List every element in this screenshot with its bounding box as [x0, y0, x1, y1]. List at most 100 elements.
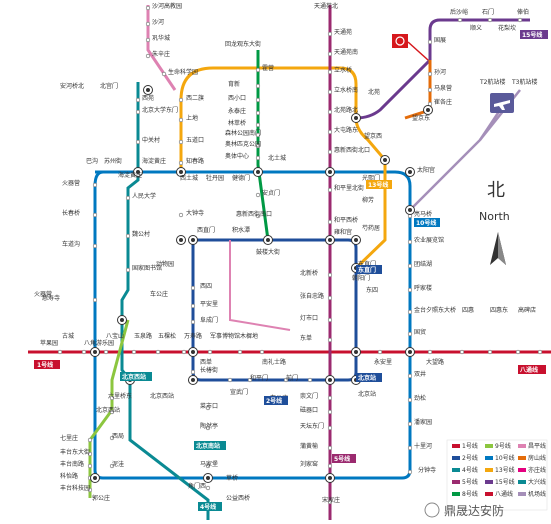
station-label: 公益西桥 — [226, 494, 250, 502]
station-dot — [327, 69, 333, 75]
line-tag — [414, 218, 440, 227]
station-label: 北宫门 — [100, 82, 118, 90]
station-dot — [81, 349, 87, 355]
station-dot — [327, 149, 333, 155]
station-dot — [327, 463, 333, 469]
station-label: 分钟寺 — [418, 466, 436, 474]
station-label: 农业展览馆 — [414, 236, 444, 244]
station-label: 后沙峪 — [450, 8, 468, 16]
station-label: 鼓楼大街 — [256, 248, 280, 256]
station-label: 劲松 — [414, 394, 426, 402]
station-label: 动物园 — [156, 260, 174, 268]
station-dot — [161, 71, 167, 77]
line-tag-label: 1号线 — [37, 361, 53, 369]
station-dot — [327, 51, 333, 57]
station-dot — [178, 160, 184, 166]
station-label: 马泉营 — [434, 84, 452, 92]
legend-label: 亦庄线 — [528, 466, 546, 474]
line-tag-label: 5号线 — [334, 455, 350, 463]
line-4 — [120, 82, 210, 520]
station-dot — [407, 445, 413, 451]
watermark-text: 鼎晟达安防 — [444, 503, 504, 518]
hub-badge — [356, 373, 382, 382]
station-label: 北土城 — [268, 154, 286, 162]
station-label: 西二旗 — [186, 94, 204, 102]
station-dot — [145, 5, 151, 11]
interchange-core — [179, 170, 183, 174]
station-dot — [135, 139, 141, 145]
station-dot — [427, 39, 433, 45]
station-label: 北京站 — [358, 390, 376, 398]
station-dot — [190, 369, 196, 375]
hub-label: 北京南站 — [196, 442, 220, 450]
line-10 — [93, 170, 412, 480]
station-label: 回龙观东大街 — [225, 40, 261, 48]
interchange-core — [146, 88, 150, 92]
station-label: 海淀黄庄 — [118, 171, 142, 179]
hub-badge — [194, 441, 226, 450]
station-label: 西土城 — [180, 174, 198, 182]
station-dot — [327, 317, 333, 323]
interchange-core — [266, 238, 270, 242]
station-dot — [92, 212, 98, 218]
station-dot — [190, 285, 196, 291]
station-dot — [427, 349, 433, 355]
interchange-core — [408, 350, 412, 354]
legend-swatch — [485, 468, 493, 472]
interchange-core — [93, 350, 97, 354]
station-label: 西小口 — [228, 94, 246, 102]
legend-swatch — [518, 492, 526, 496]
legend-label: 13号线 — [495, 466, 515, 474]
station-label: 菜市口 — [200, 402, 218, 410]
station-dot — [407, 421, 413, 427]
station-label: 北京大学东门 — [142, 106, 178, 114]
station-dot — [255, 192, 261, 198]
station-dot — [109, 463, 115, 469]
station-dot — [135, 109, 141, 115]
station-label: 木樨地 — [240, 332, 258, 340]
station-label: 国贸 — [414, 328, 426, 336]
legend-label: 机场线 — [528, 490, 546, 498]
station-dot — [459, 349, 465, 355]
hub-badges: 北京西站 北京南站 北京站 东直门 — [120, 265, 382, 450]
line-tag — [520, 30, 548, 39]
station-dot — [178, 117, 184, 123]
hub-badge — [120, 372, 152, 381]
station-label: 孙河 — [434, 68, 446, 76]
station-label: 慈寿寺 — [42, 294, 60, 302]
station-dot — [237, 349, 243, 355]
legend-label: 昌平线 — [528, 442, 546, 450]
legend-label: 2号线 — [462, 454, 478, 462]
station-label: 角门西 — [188, 482, 206, 490]
station-label: 平安里 — [200, 300, 218, 308]
interchange-core — [191, 238, 195, 242]
line-15 — [355, 18, 530, 120]
station-label: 北苑 — [368, 88, 380, 96]
station-dot — [181, 349, 187, 355]
station-label: 四惠 — [462, 306, 474, 314]
station-dot — [407, 469, 413, 475]
legend-label: 房山线 — [528, 454, 546, 462]
legend-swatch — [485, 480, 493, 484]
station-label: 中关村 — [142, 136, 160, 144]
interchange-core — [408, 208, 412, 212]
station-dot — [327, 31, 333, 37]
interchange-core — [354, 350, 358, 354]
station-dot — [255, 213, 261, 219]
line-tags: 1号线 八通线 15号线 2号线 4号线 5号线 10号线 13号线 — [34, 30, 548, 511]
station-dot — [155, 349, 161, 355]
station-label: 火器营 — [62, 179, 80, 187]
station-label: 八角游乐园 — [84, 339, 114, 347]
station-label: 六里桥东 — [108, 392, 132, 400]
station-dot — [109, 409, 115, 415]
line-tag-label: 2号线 — [266, 397, 282, 405]
legend-label: 大兴线 — [528, 478, 546, 486]
interchange-core — [328, 170, 332, 174]
station-dot — [255, 83, 261, 89]
station-label: 上地 — [186, 114, 198, 122]
station-label: 苏州街 — [104, 157, 122, 165]
legend-swatch — [452, 444, 460, 448]
station-label: 天坛东门 — [300, 422, 324, 430]
station-label: T2航站楼 — [479, 78, 505, 86]
station-label: 人民大学 — [132, 192, 156, 200]
